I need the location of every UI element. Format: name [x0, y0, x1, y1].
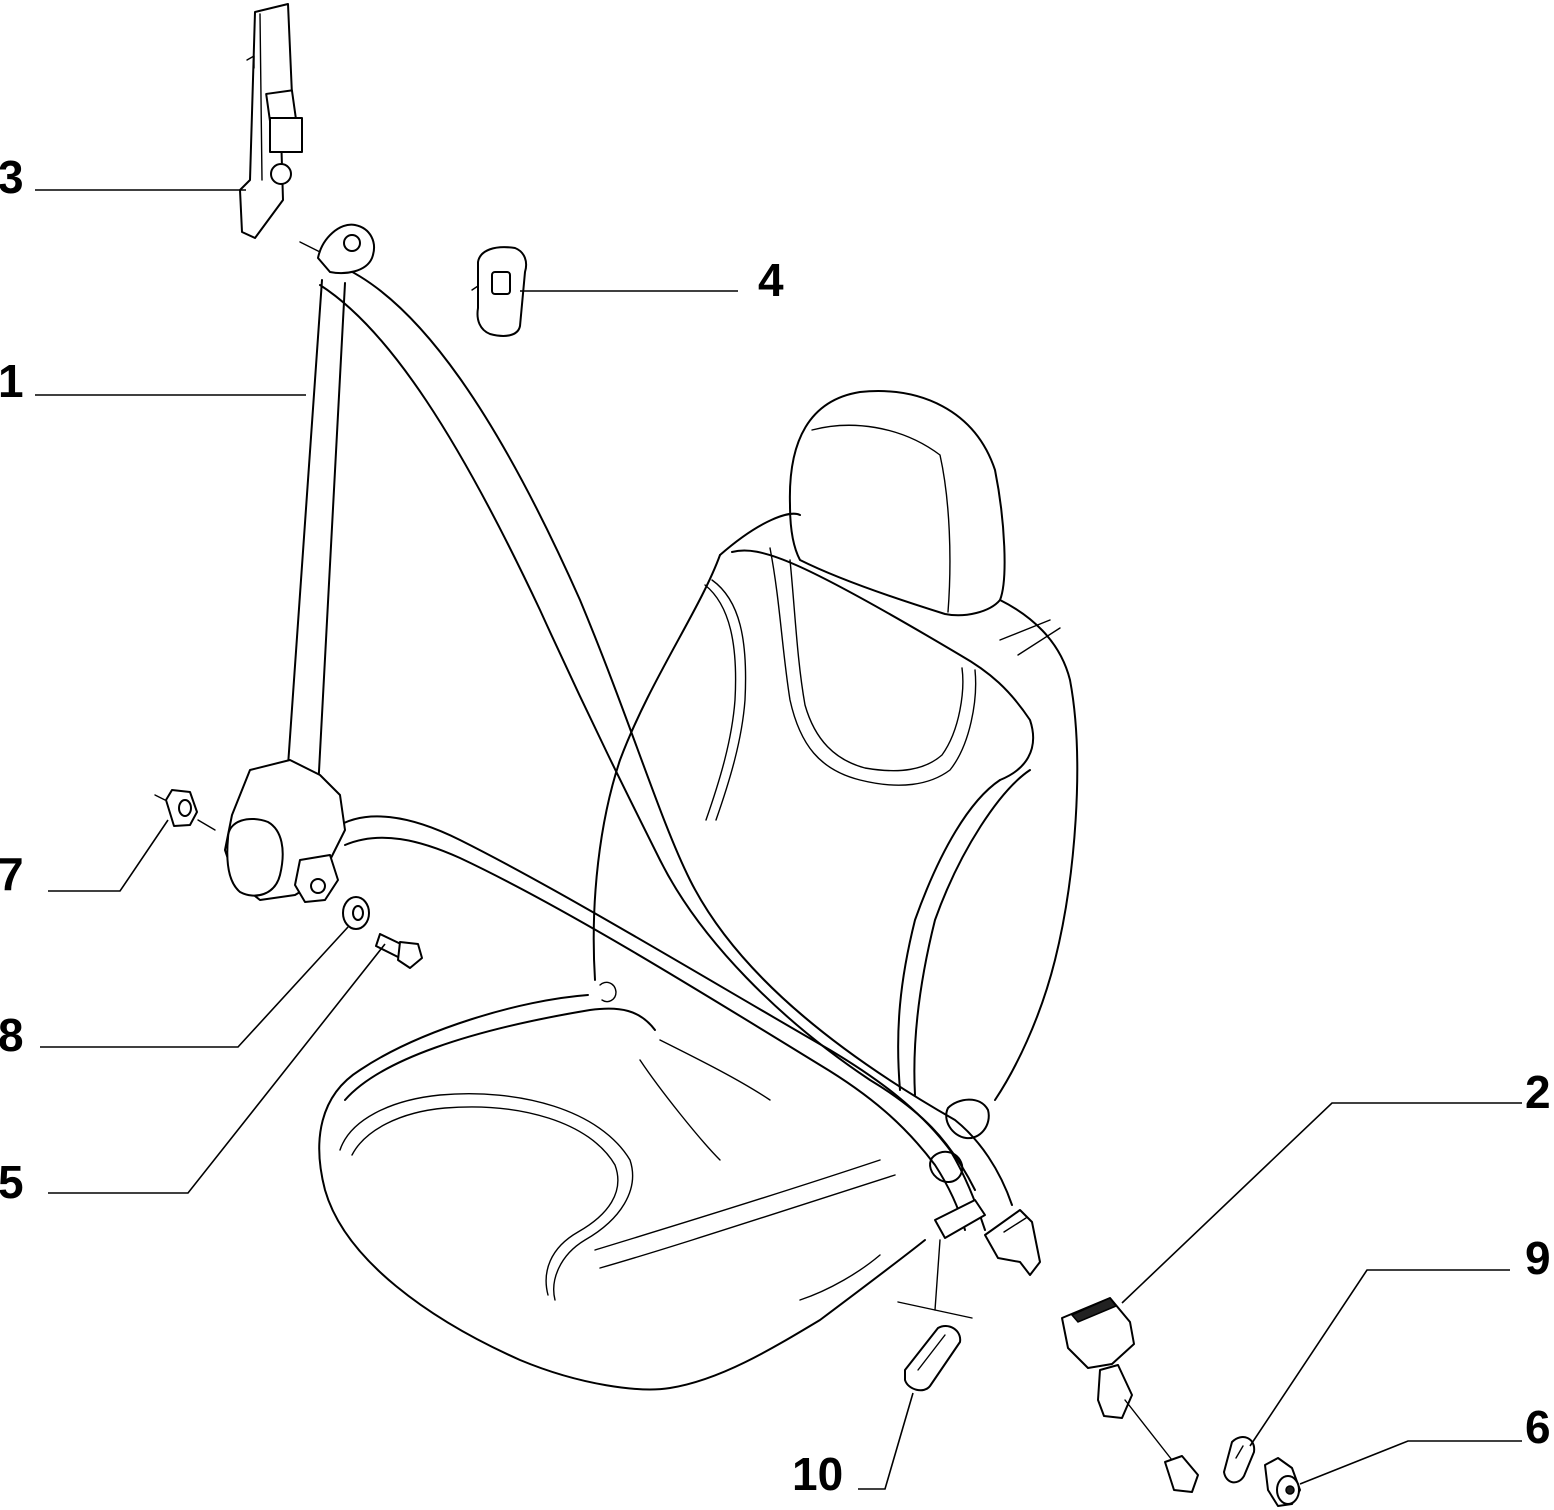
leader-line-8	[40, 926, 349, 1048]
trim-cap-part	[904, 1324, 962, 1392]
callout-2: 2	[1525, 1066, 1551, 1118]
seat-headrest	[788, 390, 1006, 617]
belt-webbing-shoulder	[337, 264, 1013, 1206]
leader-lines	[35, 189, 1522, 1490]
callout-4: 4	[758, 254, 784, 306]
leader-line-9	[1249, 1269, 1510, 1447]
callout-1: 1	[0, 355, 24, 407]
callout-5: 5	[0, 1156, 24, 1208]
callout-labels: 1 2 3 4 5 6 7 8 9 10	[0, 151, 1551, 1500]
leader-line-5	[48, 943, 386, 1194]
screw-part	[1264, 1457, 1301, 1507]
callout-7: 7	[0, 848, 24, 900]
callout-9: 9	[1525, 1232, 1551, 1284]
anchor-cover-part	[471, 246, 528, 337]
belt-webbing-lap	[334, 815, 986, 1231]
seat-illustration	[318, 390, 1079, 1391]
belt-webbing-vertical	[286, 279, 346, 791]
height-adjuster-part	[239, 3, 303, 239]
belt-assembly	[224, 223, 1041, 1319]
leader-line-6	[1299, 1440, 1522, 1485]
spacer-part	[154, 789, 216, 831]
clip-part	[1223, 1436, 1256, 1484]
belt-tongue	[984, 1209, 1041, 1276]
leader-line-10	[858, 1392, 914, 1490]
callout-6: 6	[1525, 1401, 1551, 1453]
callout-3: 3	[0, 151, 24, 203]
seat-backrest	[719, 512, 1079, 1101]
washer-part	[342, 896, 370, 930]
buckle-part	[1061, 1297, 1199, 1493]
callout-10: 10	[792, 1448, 843, 1500]
leader-line-7	[48, 819, 169, 892]
seat-cushion	[318, 994, 926, 1391]
bolt-part	[375, 933, 423, 969]
leader-line-2	[1121, 1102, 1522, 1304]
callout-8: 8	[0, 1009, 24, 1061]
